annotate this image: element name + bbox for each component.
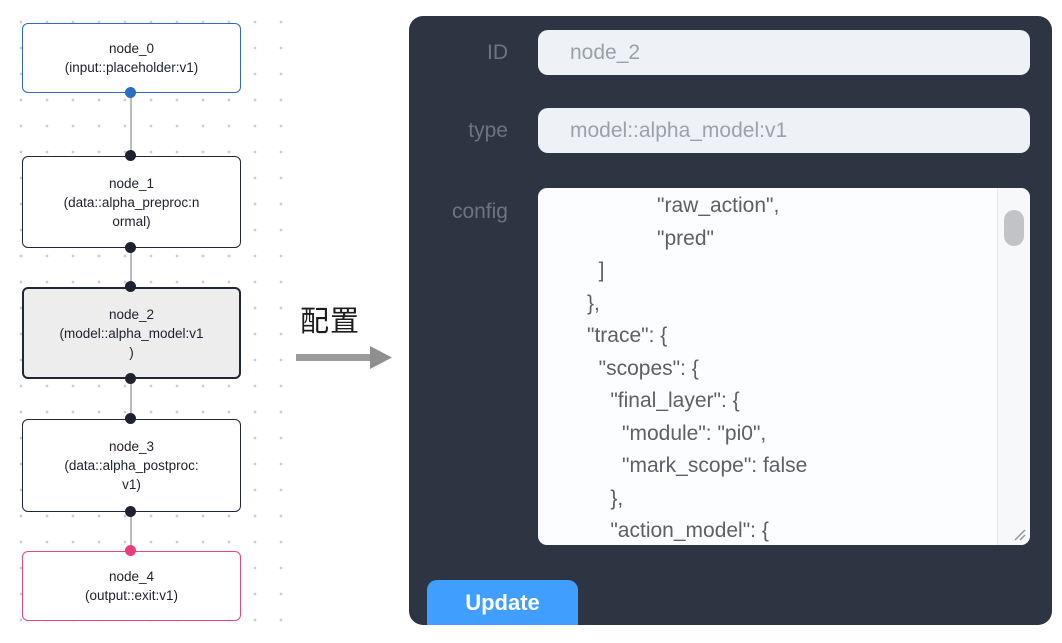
config-editor[interactable] xyxy=(538,188,1030,545)
port-dot[interactable] xyxy=(125,150,136,161)
node-id-label: node_0 xyxy=(108,41,155,56)
properties-panel: ID type config Update xyxy=(409,16,1052,625)
arrow-right-icon xyxy=(296,346,392,369)
port-dot[interactable] xyxy=(125,242,136,253)
resize-handle-icon[interactable] xyxy=(1012,527,1027,542)
config-scrollbar-track[interactable] xyxy=(997,188,1030,545)
config-field-label: config xyxy=(451,200,508,223)
flow-node-1[interactable]: node_1 (data::alpha_preproc:n ormal) xyxy=(22,156,241,248)
node-id-label: node_3 xyxy=(108,439,155,454)
id-input[interactable] xyxy=(538,30,1030,75)
node-type-label: (model::alpha_model:v1 ) xyxy=(59,325,204,360)
flow-canvas[interactable]: node_0 (input::placeholder:v1) node_1 (d… xyxy=(0,0,284,643)
config-scrollbar-thumb[interactable] xyxy=(1004,210,1024,246)
node-id-label: node_2 xyxy=(108,306,155,322)
port-dot[interactable] xyxy=(125,506,136,517)
node-type-label: (output::exit:v1) xyxy=(84,588,179,603)
type-field-label: type xyxy=(468,119,508,142)
config-annotation: 配置 xyxy=(294,298,400,369)
port-dot[interactable] xyxy=(125,87,136,98)
flow-node-4[interactable]: node_4 (output::exit:v1) xyxy=(22,551,241,621)
type-input[interactable] xyxy=(538,108,1030,153)
node-type-label: (input::placeholder:v1) xyxy=(64,60,199,75)
node-id-label: node_1 xyxy=(108,175,155,191)
config-textarea[interactable] xyxy=(538,188,1030,545)
panel-backdrop: ID type config Update xyxy=(396,0,1062,643)
config-annotation-label: 配置 xyxy=(300,306,361,338)
flow-node-3[interactable]: node_3 (data::alpha_postproc: v1) xyxy=(22,419,241,512)
port-dot[interactable] xyxy=(125,545,136,556)
update-button[interactable]: Update xyxy=(427,580,578,625)
id-field-label: ID xyxy=(487,41,508,64)
flow-node-2-selected[interactable]: node_2 (model::alpha_model:v1 ) xyxy=(22,287,241,379)
port-dot[interactable] xyxy=(125,373,136,384)
node-type-label: (data::alpha_postproc: v1) xyxy=(64,458,199,492)
node-id-label: node_4 xyxy=(108,569,155,584)
port-dot[interactable] xyxy=(125,281,136,292)
flow-node-0[interactable]: node_0 (input::placeholder:v1) xyxy=(22,23,241,93)
node-type-label: (data::alpha_preproc:n ormal) xyxy=(63,194,200,229)
port-dot[interactable] xyxy=(125,413,136,424)
